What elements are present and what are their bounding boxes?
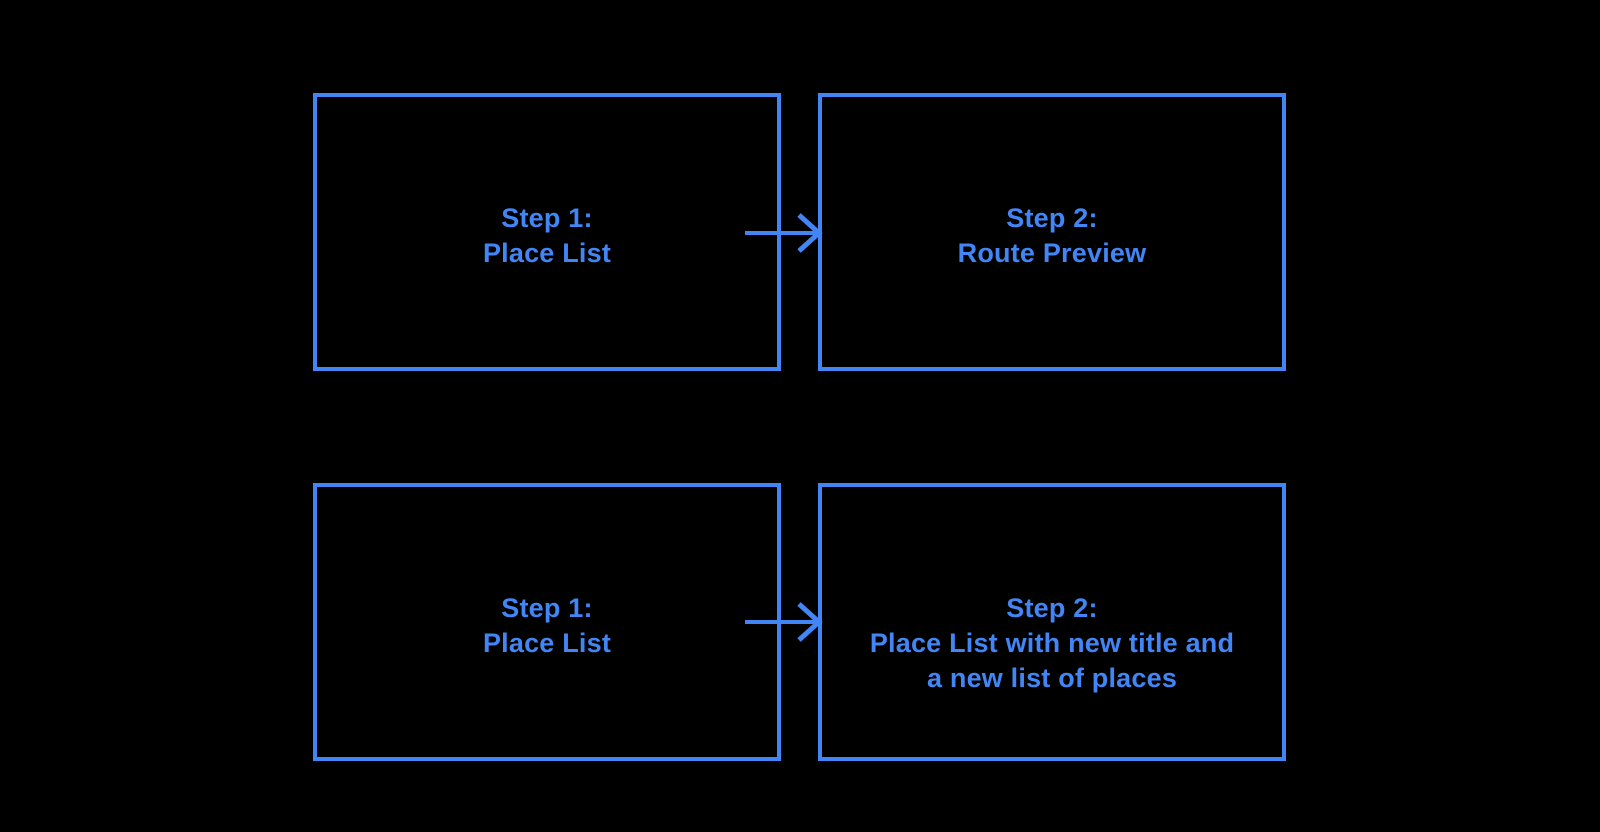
flow1-step1-box: Step 1: Place List xyxy=(313,93,781,371)
step-title: Step 1: xyxy=(501,593,593,623)
step-title: Step 2: xyxy=(1006,593,1098,623)
flow2-step1-box: Step 1: Place List xyxy=(313,483,781,761)
step-title: Step 2: xyxy=(1006,203,1098,233)
step-subtitle: Place List xyxy=(482,628,612,658)
step-subtitle: Route Preview xyxy=(957,238,1147,268)
flow2-step2-box: Step 2: Place List with new title and a … xyxy=(818,483,1286,761)
step-subtitle: a new list of places xyxy=(926,663,1178,693)
flow2-step1-label: Step 1: Place List xyxy=(317,591,777,661)
flow1-step1-label: Step 1: Place List xyxy=(317,201,777,271)
step-subtitle: Place List with new title and xyxy=(869,628,1235,658)
flow1-step2-label: Step 2: Route Preview xyxy=(822,201,1282,271)
flow1-step2-box: Step 2: Route Preview xyxy=(818,93,1286,371)
step-title: Step 1: xyxy=(501,203,593,233)
flow2-step2-label: Step 2: Place List with new title and a … xyxy=(822,591,1282,696)
step-subtitle: Place List xyxy=(482,238,612,268)
